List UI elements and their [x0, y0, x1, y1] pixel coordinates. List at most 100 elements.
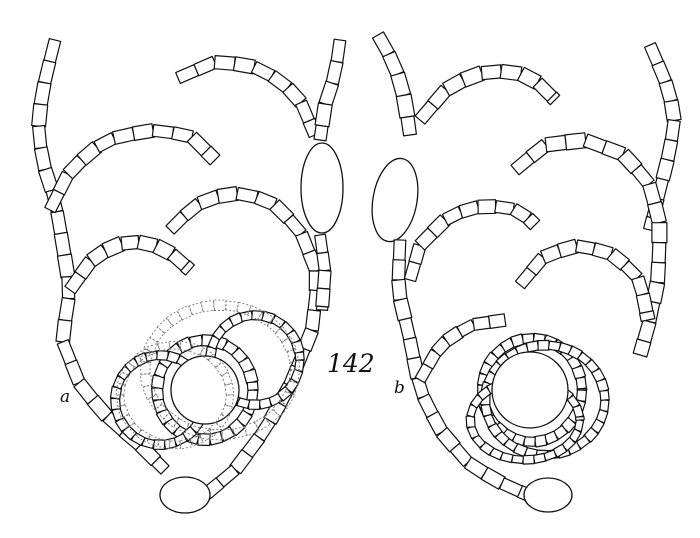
faint-coil-cell — [154, 403, 171, 420]
faint-coil-cell — [121, 361, 136, 377]
filament-cell — [62, 154, 87, 180]
faint-coil-cell — [235, 301, 252, 316]
coil-cell — [487, 422, 503, 438]
filament-cell — [250, 61, 276, 82]
coil-cell — [575, 435, 591, 450]
coil-cell — [286, 329, 301, 345]
faint-coil-cell — [147, 393, 164, 411]
filament-cell — [151, 456, 170, 475]
filament-cell — [494, 200, 515, 216]
coil-cell — [511, 454, 524, 465]
panel-b-drawing — [371, 31, 682, 513]
faint-coil-cell — [149, 326, 166, 344]
filament-cell — [267, 70, 293, 94]
filament-cell — [546, 91, 561, 106]
filament-cell — [408, 243, 427, 265]
filament-cell — [391, 278, 408, 301]
coil-cell — [525, 340, 540, 353]
figure-number: 142 — [327, 349, 375, 378]
coil-cell — [151, 386, 164, 401]
filament-cell — [639, 310, 656, 322]
coil-cell — [522, 454, 535, 465]
coil-cell — [465, 415, 476, 428]
coil-cell — [584, 358, 600, 374]
coil-cell — [547, 340, 562, 352]
faint-coil-cell — [221, 428, 235, 441]
filament-cell — [499, 63, 523, 82]
coil-cell — [236, 397, 251, 409]
filament-cell — [509, 203, 532, 224]
faint-coil-cell — [146, 434, 161, 448]
filament-cell — [663, 99, 682, 123]
coil-cell — [144, 350, 159, 362]
faint-coil-cell — [136, 428, 152, 444]
filament-cell — [52, 170, 75, 196]
coil-cell — [552, 443, 568, 458]
filament-cell — [430, 336, 452, 357]
coil-cell — [176, 336, 194, 354]
filament-cell — [316, 251, 332, 272]
faint-coil-cell — [176, 304, 194, 321]
faint-coil-cell — [140, 361, 151, 375]
coil-cell — [156, 350, 169, 361]
filament-cell — [601, 140, 627, 162]
coil-cell — [258, 397, 272, 410]
coil-cell — [471, 434, 486, 449]
faint-coil-cell — [179, 340, 193, 352]
filament-cell — [31, 103, 49, 128]
faint-coil-cell — [232, 426, 248, 439]
large-cell-b — [371, 157, 419, 243]
filament-cell — [651, 241, 667, 264]
filament-cell — [635, 292, 654, 314]
filament-cell — [315, 287, 331, 308]
filament-cell — [395, 93, 416, 119]
coil-cell — [566, 394, 581, 410]
filament-cell — [171, 126, 194, 144]
filament-cell — [325, 59, 344, 86]
coil-cell — [499, 337, 516, 353]
filament-cell — [456, 319, 477, 338]
filament-cell — [50, 210, 68, 236]
filament-cell — [525, 139, 551, 164]
faint-coil-cell — [200, 299, 216, 313]
faint-coil-cell — [121, 413, 136, 429]
faint-coil-cell — [274, 326, 291, 344]
filament-cell — [564, 132, 587, 151]
filament-cell — [402, 336, 421, 361]
filament-cell — [180, 260, 195, 276]
filament-cell — [442, 73, 468, 97]
coil-cell — [153, 439, 166, 450]
filament-cell — [229, 449, 254, 475]
filament-cell — [382, 50, 405, 78]
filament-cell — [660, 138, 679, 162]
coil-cell — [219, 317, 235, 333]
filament-cell — [480, 64, 503, 81]
filament-cell — [620, 260, 643, 283]
filament-cell — [442, 325, 464, 347]
coil-cell — [197, 433, 211, 447]
faint-coil-cell — [162, 410, 181, 428]
panel-b-label: b — [394, 378, 405, 398]
faint-coil-cell — [179, 438, 193, 450]
filament-cell — [33, 146, 52, 172]
filament-cell — [400, 115, 417, 137]
faint-coil-cell — [189, 342, 204, 356]
filament-cell — [253, 190, 278, 212]
coil-cell — [239, 310, 254, 322]
filament-cell — [480, 466, 506, 490]
faint-coil-cell — [214, 413, 229, 429]
coil-cell — [595, 408, 609, 424]
faint-coil-cell — [286, 348, 300, 364]
faint-coil-cell — [116, 403, 130, 419]
coil-cell — [112, 375, 126, 390]
filament-cell — [575, 239, 596, 256]
filament-cell — [650, 261, 667, 284]
coil-cell — [466, 424, 480, 440]
filament-cell — [196, 189, 221, 211]
filament-cell — [74, 256, 97, 280]
coil-cell — [537, 339, 550, 351]
coil-cell — [150, 374, 166, 390]
filament-cell — [658, 79, 678, 104]
faint-coil-cell — [289, 361, 301, 371]
faint-coil-cell — [213, 299, 227, 311]
